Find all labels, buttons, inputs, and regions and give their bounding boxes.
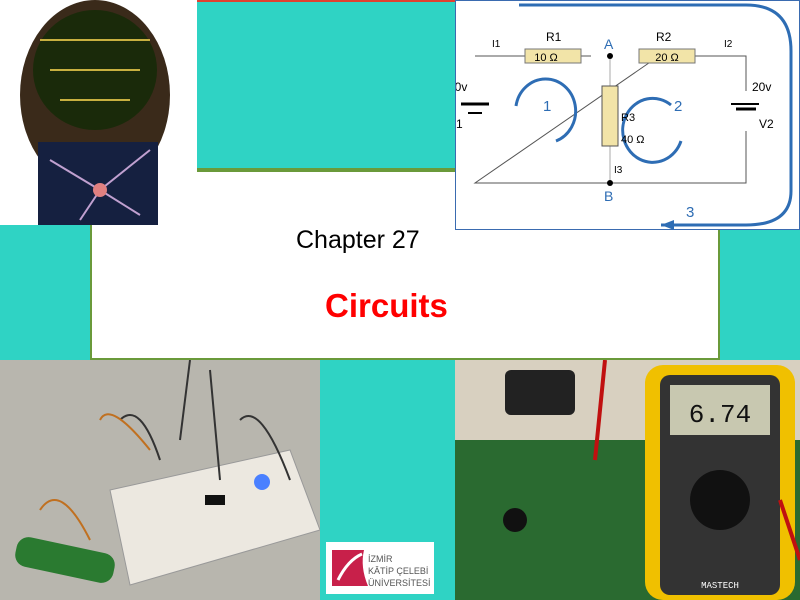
i3-label: I3: [614, 165, 623, 176]
loop-3: 3: [686, 204, 694, 221]
v2-label: V2: [759, 117, 774, 131]
brain-head-image: [0, 0, 197, 225]
r3-label: R3: [621, 112, 635, 124]
logo-line-2: KÂTİP ÇELEBİ: [368, 566, 428, 576]
node-b: B: [604, 188, 613, 204]
v1-label: V1: [456, 117, 463, 131]
r1-value: 10 Ω: [534, 52, 558, 64]
v2-value: 20v: [752, 80, 771, 94]
circuit-diagram: 10 Ω 20 Ω R1 R2 R3 40 Ω A B I1 I2 I3 10v…: [448, 0, 800, 230]
node-a: A: [604, 36, 614, 52]
meter-reading: 6.74: [689, 400, 751, 430]
chapter-label: Chapter 27: [296, 226, 420, 254]
top-accent-line: [197, 0, 455, 2]
i2-label: I2: [724, 39, 733, 50]
loop-1: 1: [543, 98, 551, 115]
r3-value: 40 Ω: [621, 134, 645, 146]
university-logo: İZMİR KÂTİP ÇELEBİ ÜNİVERSİTESİ: [326, 542, 434, 594]
logo-line-1: İZMİR: [368, 554, 393, 564]
r1-label: R1: [546, 30, 562, 44]
breadboard-photo: [0, 360, 320, 600]
slide-title: Circuits: [325, 287, 448, 324]
logo-line-3: ÜNİVERSİTESİ: [368, 578, 431, 588]
multimeter-photo: 6.74 MASTECH: [455, 360, 800, 600]
i1-label: I1: [492, 39, 501, 50]
r2-label: R2: [656, 30, 672, 44]
v1-value: 10v: [456, 80, 467, 94]
meter-brand: MASTECH: [701, 581, 739, 591]
r2-value: 20 Ω: [655, 52, 679, 64]
loop-2: 2: [674, 98, 682, 115]
divider-line: [197, 168, 455, 170]
